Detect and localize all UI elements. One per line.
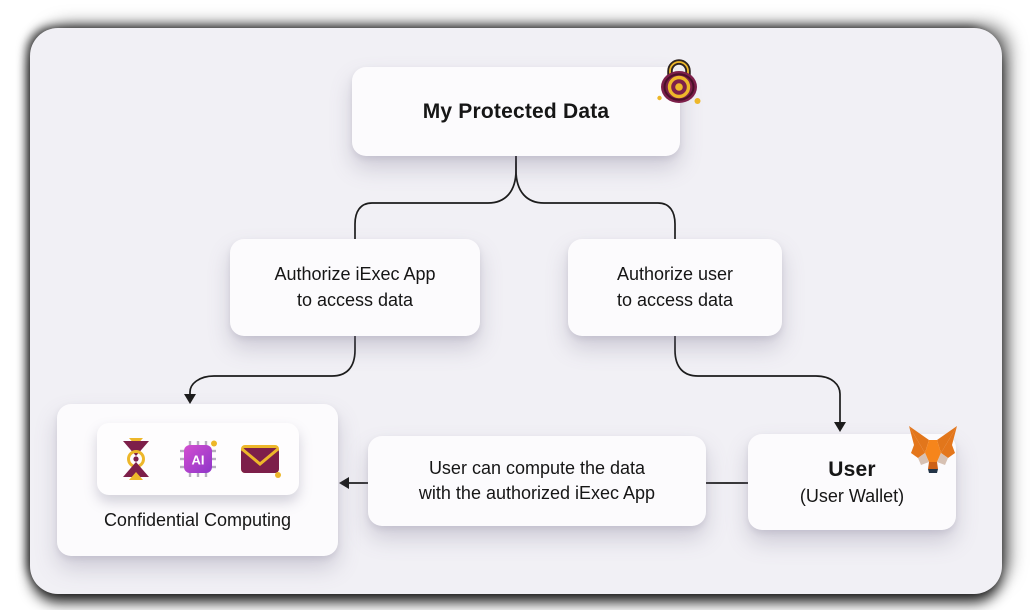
ai-chip-icon: AI bbox=[175, 436, 221, 482]
authorize-app-line1: Authorize iExec App bbox=[274, 264, 436, 285]
padlock-icon bbox=[650, 51, 708, 109]
node-user: User (User Wallet) bbox=[748, 426, 957, 530]
node-authorize-iexec-app: Authorize iExec App to access data bbox=[230, 239, 480, 336]
node-compute-note: User can compute the data with the autho… bbox=[368, 436, 706, 526]
authorize-app-line2: to access data bbox=[296, 289, 414, 310]
node-my-protected-data: My Protected Data bbox=[352, 59, 701, 156]
ai-chip-text: AI bbox=[191, 453, 204, 468]
authorize-user-line1: Authorize user bbox=[616, 264, 734, 285]
compute-note-line1: User can compute the data bbox=[428, 457, 646, 478]
computing-icons-pill: AI bbox=[96, 423, 299, 495]
protected-data-label: My Protected Data bbox=[422, 99, 610, 123]
iexec-logo-icon bbox=[113, 436, 159, 482]
node-authorize-user: Authorize user to access data bbox=[568, 239, 782, 336]
compute-note-line2: with the authorized iExec App bbox=[418, 483, 656, 503]
confidential-computing-label: Confidential Computing bbox=[103, 510, 292, 530]
email-icon bbox=[237, 436, 283, 482]
metamask-icon bbox=[904, 418, 962, 476]
authorize-user-line2: to access data bbox=[616, 289, 734, 310]
node-confidential-computing: AI Confidential Computing bbox=[57, 404, 338, 556]
user-subtitle: (User Wallet) bbox=[799, 486, 905, 507]
user-title: User bbox=[828, 457, 876, 481]
